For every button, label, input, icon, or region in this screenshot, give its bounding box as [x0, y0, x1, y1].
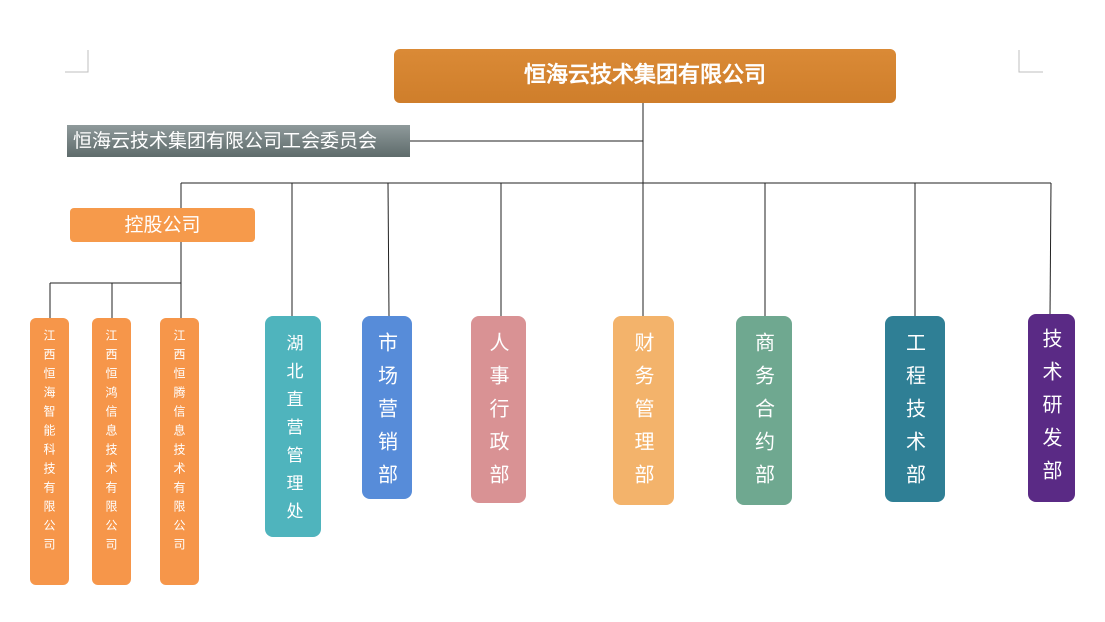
department-label: 技术研发部 [1039, 328, 1063, 493]
subsidiary-label: 江西恒腾信息技术有限公司 [172, 329, 186, 557]
holding-company-box: 控股公司 [70, 208, 255, 242]
department-box: 商务合约部 [736, 316, 792, 505]
subsidiary-box: 江西恒海智能科技有限公司 [30, 318, 69, 585]
labor-union-label: 恒海云技术集团有限公司工会委员会 [73, 130, 378, 152]
subsidiary-label: 江西恒鸿信息技术有限公司 [104, 329, 118, 557]
page-corner-marks [65, 50, 1043, 73]
holding-company-label: 控股公司 [124, 214, 201, 236]
department-box: 人事行政部 [471, 316, 526, 503]
department-box: 财务管理部 [613, 316, 674, 505]
department-box: 工程技术部 [885, 316, 945, 502]
department-label: 湖北直营管理处 [282, 334, 303, 530]
subsidiary-label: 江西恒海智能科技有限公司 [42, 329, 56, 557]
labor-union-box: 恒海云技术集团有限公司工会委员会 [67, 125, 410, 157]
department-box: 技术研发部 [1028, 314, 1075, 502]
department-box: 市场营销部 [362, 316, 412, 499]
subsidiary-box: 江西恒鸿信息技术有限公司 [92, 318, 131, 585]
root-company-label: 恒海云技术集团有限公司 [523, 63, 766, 88]
subsidiary-box: 江西恒腾信息技术有限公司 [160, 318, 199, 585]
department-label: 市场营销部 [374, 332, 399, 497]
root-company-box: 恒海云技术集团有限公司 [394, 49, 896, 103]
department-label: 商务合约部 [751, 332, 776, 497]
department-label: 人事行政部 [486, 332, 510, 497]
department-box: 湖北直营管理处 [265, 316, 321, 537]
department-label: 财务管理部 [631, 332, 655, 497]
department-label: 工程技术部 [902, 332, 927, 497]
